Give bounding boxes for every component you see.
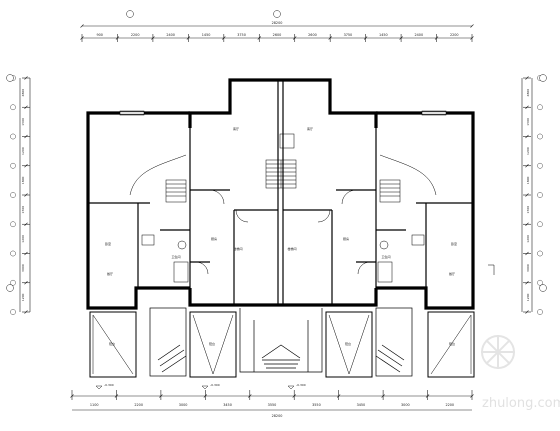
- right-dimension-label: 1200: [526, 235, 530, 243]
- bottom-dimension-label: 2200: [134, 403, 143, 407]
- right-dimension-label: 1800: [526, 176, 530, 184]
- room-label: 阳台: [109, 341, 115, 346]
- room-label: 楼梯间: [287, 246, 296, 251]
- bottom-dimension-chain: [70, 390, 474, 411]
- exterior-walls: [86, 78, 475, 310]
- right-dimension-chain: [521, 78, 533, 312]
- left-dimension-label: 1500: [21, 118, 25, 126]
- left-dimension-label: 1200: [21, 147, 25, 155]
- left-dimension-label: 1200: [21, 235, 25, 243]
- bottom-dimension-label: 2200: [445, 403, 454, 407]
- top-dimension-label: 2200: [450, 33, 459, 37]
- top-dimension-label: 900: [96, 33, 102, 37]
- balconies: [89, 311, 475, 378]
- top-total-dimension: 28200: [272, 21, 283, 25]
- fixture-lines: [119, 110, 495, 283]
- left-dimension-label: 3000: [21, 264, 25, 272]
- right-dimension-label: 3000: [526, 264, 530, 272]
- top-dimension-label: 1450: [379, 33, 388, 37]
- entrance-stairs: [149, 307, 413, 377]
- left-dimension-label: 4800: [21, 89, 25, 97]
- interior-walls: [88, 80, 473, 305]
- left-dimension-label: 1500: [21, 206, 25, 214]
- room-label: 餐厅: [449, 271, 455, 276]
- bottom-dimension-label: 3000: [179, 403, 188, 407]
- elevation-mark: -0.300: [296, 383, 306, 387]
- room-label: 楼梯间: [233, 246, 242, 251]
- room-label: 卧室: [451, 241, 457, 246]
- axis-bubbles-right: [539, 74, 547, 292]
- right-dimension-label: 1500: [526, 118, 530, 126]
- room-label: 阳台: [209, 341, 215, 346]
- room-label: 卫生间: [381, 254, 390, 259]
- right-dimension-label: 1200: [526, 293, 530, 301]
- watermark: zhulong.com: [481, 335, 560, 411]
- room-label: 卫生间: [171, 254, 180, 259]
- room-label: 客厅: [307, 126, 313, 131]
- bottom-dimension-label: 3550: [268, 403, 277, 407]
- right-dimension-label: 1500: [526, 206, 530, 214]
- watermark-text: zhulong.com: [482, 396, 560, 411]
- elevation-mark: -0.300: [210, 383, 220, 387]
- bottom-total-dimension: 28200: [272, 414, 283, 418]
- room-label: 餐厅: [107, 271, 113, 276]
- bottom-dimension-label: 3000: [401, 403, 410, 407]
- top-dimension-label: 2600: [308, 33, 317, 37]
- top-dimension-chain: [80, 24, 474, 42]
- room-label: 厨房: [211, 236, 217, 241]
- top-dimension-label: 3750: [344, 33, 353, 37]
- room-label: 厨房: [343, 236, 349, 241]
- top-dimension-label: 2400: [166, 33, 175, 37]
- room-label: 阳台: [345, 341, 351, 346]
- room-label: 客厅: [233, 126, 239, 131]
- top-dimension-label: 3750: [237, 33, 246, 37]
- elevation-mark: -0.300: [104, 383, 114, 387]
- top-dimension-label: 2600: [273, 33, 282, 37]
- right-dimension-label: 4800: [526, 89, 530, 97]
- axis-bubbles-top: [126, 10, 281, 18]
- top-dimension-label: 2400: [414, 33, 423, 37]
- room-label: 阳台: [449, 341, 455, 346]
- top-dimension-label: 2200: [131, 33, 140, 37]
- bottom-dimension-label: 1100: [90, 403, 99, 407]
- left-dimension-label: 1200: [21, 293, 25, 301]
- bottom-dimension-label: 3550: [312, 403, 321, 407]
- bottom-dimension-label: 3450: [357, 403, 366, 407]
- axis-bubbles-left: [6, 74, 14, 292]
- room-label: 卧室: [105, 241, 111, 246]
- top-dimension-label: 1450: [202, 33, 211, 37]
- bottom-dimension-label: 3450: [223, 403, 232, 407]
- right-dimension-label: 1200: [526, 147, 530, 155]
- left-dimension-label: 1800: [21, 176, 25, 184]
